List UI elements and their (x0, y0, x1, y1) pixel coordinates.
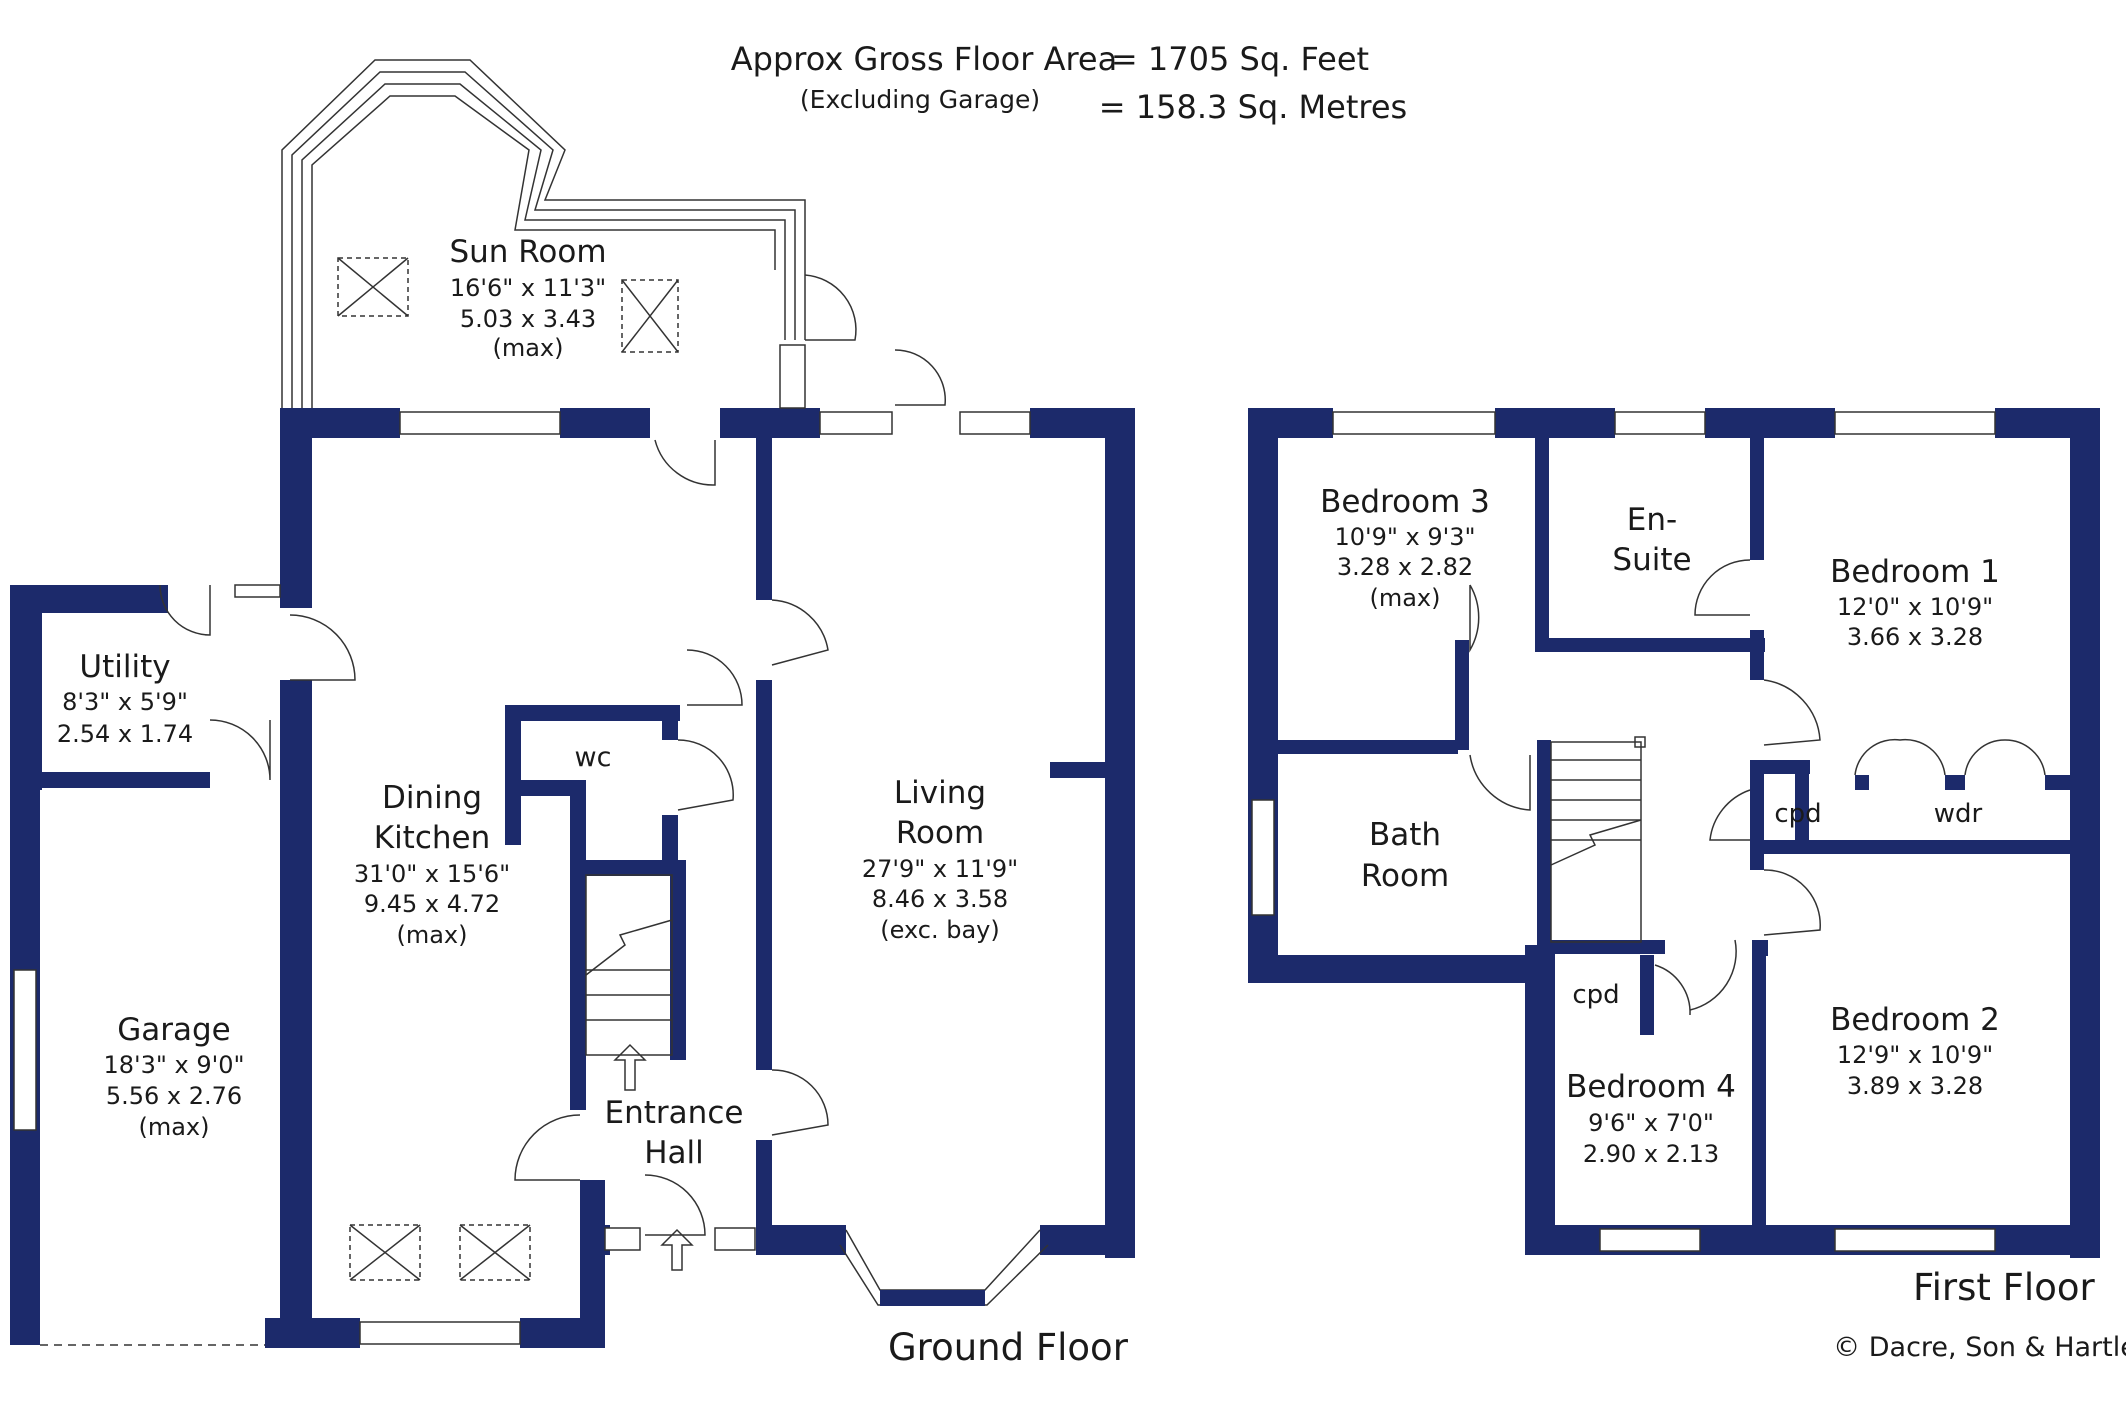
area-sqft: = 1705 Sq. Feet (1111, 40, 1369, 78)
room-en-suite: En- Suite (1612, 502, 1691, 578)
room-name: cpd (1572, 980, 1619, 1010)
room-sun-room: Sun Room 16'6" x 11'3" 5.03 x 3.43 (max) (449, 234, 606, 362)
room-note: (max) (396, 921, 467, 949)
first-floor-walls (1248, 408, 2100, 1258)
room-name-2: Suite (1612, 542, 1691, 578)
room-metric: 2.90 x 2.13 (1583, 1140, 1719, 1168)
room-name: Bedroom 2 (1830, 1002, 2000, 1038)
room-note: (max) (138, 1113, 209, 1141)
room-note: (exc. bay) (880, 916, 999, 944)
room-bedroom-3: Bedroom 3 10'9" x 9'3" 3.28 x 2.82 (max) (1320, 484, 1490, 612)
room-imperial: 27'9" x 11'9" (862, 855, 1018, 883)
room-name-1: Entrance (605, 1095, 744, 1131)
first-floor-label: First Floor (1913, 1266, 2095, 1309)
first-stairs (1550, 736, 1646, 943)
room-name: wdr (1934, 799, 1983, 829)
room-name: wc (575, 742, 612, 773)
area-sqm: = 158.3 Sq. Metres (1099, 88, 1407, 126)
room-bedroom-4: Bedroom 4 9'6" x 7'0" 2.90 x 2.13 (1566, 1069, 1736, 1168)
room-name: Bedroom 4 (1566, 1069, 1736, 1105)
room-note: (max) (492, 334, 563, 362)
room-wc: wc (575, 742, 612, 773)
room-name-2: Hall (644, 1135, 704, 1171)
room-name-2: Room (1361, 858, 1449, 894)
room-name: cpd (1774, 799, 1821, 829)
area-label: Approx Gross Floor Area (731, 40, 1117, 78)
room-metric: 5.56 x 2.76 (106, 1082, 242, 1110)
room-note: (max) (1369, 584, 1440, 612)
ground-floor-label: Ground Floor (888, 1326, 1129, 1369)
room-imperial: 8'3" x 5'9" (62, 688, 188, 716)
room-bath-room: Bath Room (1361, 817, 1449, 894)
room-dining-kitchen: Dining Kitchen 31'0" x 15'6" 9.45 x 4.72… (354, 780, 510, 949)
room-metric: 8.46 x 3.58 (872, 885, 1008, 913)
room-imperial: 16'6" x 11'3" (450, 274, 606, 302)
room-name-1: En- (1627, 502, 1677, 538)
room-name-1: Bath (1369, 817, 1441, 853)
room-name: Bedroom 1 (1830, 554, 2000, 590)
skylights (337, 257, 679, 1281)
ground-stairs (585, 874, 694, 1271)
copyright: © Dacre, Son & Hartley (1833, 1332, 2126, 1363)
room-name: Garage (117, 1012, 231, 1048)
room-metric: 3.28 x 2.82 (1337, 553, 1473, 581)
room-metric: 5.03 x 3.43 (460, 305, 596, 333)
ground-windows (13, 411, 1049, 1345)
room-imperial: 10'9" x 9'3" (1334, 523, 1475, 551)
room-wdr: wdr (1934, 799, 1983, 829)
room-name-1: Living (894, 775, 986, 811)
room-metric: 3.89 x 3.28 (1847, 1072, 1983, 1100)
first-windows (1251, 411, 1996, 1252)
room-name-2: Kitchen (374, 820, 491, 856)
ground-floor-walls (10, 408, 1135, 1348)
room-utility: Utility 8'3" x 5'9" 2.54 x 1.74 (57, 649, 193, 748)
room-cpd-bottom: cpd (1572, 980, 1619, 1010)
room-metric: 3.66 x 3.28 (1847, 623, 1983, 651)
area-excluding: (Excluding Garage) (800, 85, 1040, 114)
room-metric: 9.45 x 4.72 (364, 890, 500, 918)
room-entrance-hall: Entrance Hall (605, 1095, 744, 1171)
ground-doors (159, 274, 946, 1236)
sun-room-outline (281, 59, 806, 409)
room-name-1: Dining (382, 780, 482, 816)
room-imperial: 12'0" x 10'9" (1837, 593, 1993, 621)
first-doors (1469, 559, 2046, 1016)
room-imperial: 12'9" x 10'9" (1837, 1041, 1993, 1069)
room-imperial: 9'6" x 7'0" (1588, 1109, 1714, 1137)
room-imperial: 18'3" x 9'0" (103, 1051, 244, 1079)
room-metric: 2.54 x 1.74 (57, 720, 193, 748)
room-living-room: Living Room 27'9" x 11'9" 8.46 x 3.58 (e… (862, 775, 1018, 944)
room-cpd-top: cpd (1774, 799, 1821, 829)
room-name-2: Room (896, 815, 984, 851)
room-name: Bedroom 3 (1320, 484, 1490, 520)
room-imperial: 31'0" x 15'6" (354, 860, 510, 888)
room-name: Sun Room (449, 234, 606, 270)
room-bedroom-2: Bedroom 2 12'9" x 10'9" 3.89 x 3.28 (1830, 1002, 2000, 1100)
room-name: Utility (79, 649, 170, 685)
room-garage: Garage 18'3" x 9'0" 5.56 x 2.76 (max) (103, 1012, 244, 1141)
room-bedroom-1: Bedroom 1 12'0" x 10'9" 3.66 x 3.28 (1830, 554, 2000, 651)
